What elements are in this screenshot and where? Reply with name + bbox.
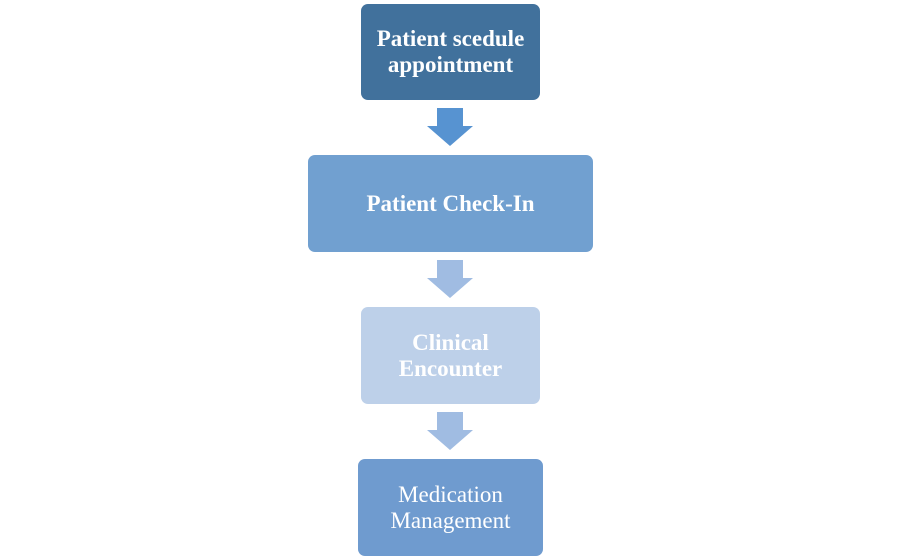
step-label: Patient scedule appointment [376, 26, 525, 77]
flowchart-step-schedule-appointment: Patient scedule appointment [361, 4, 540, 100]
flowchart-step-check-in: Patient Check-In [308, 155, 593, 252]
flowchart-step-clinical-encounter: Clinical Encounter [361, 307, 540, 404]
down-arrow-icon [427, 108, 473, 146]
step-label: Patient Check-In [366, 190, 535, 216]
step-label: Medication Management [390, 481, 511, 533]
down-arrow-icon [427, 412, 473, 450]
down-arrow-icon [427, 260, 473, 298]
step-label: Clinical Encounter [398, 329, 503, 381]
flowchart-step-medication-management: Medication Management [358, 459, 543, 556]
